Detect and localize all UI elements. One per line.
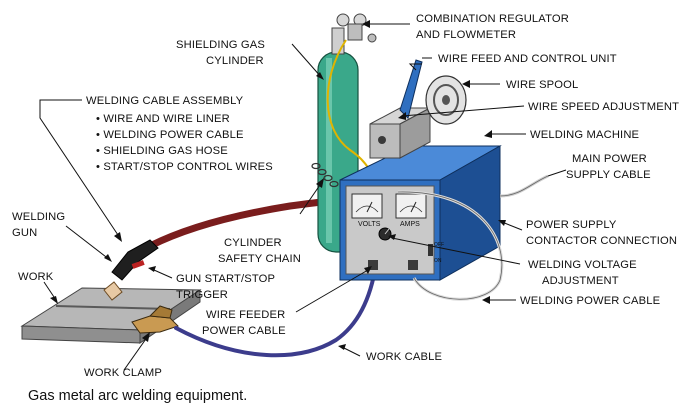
callout-labels: COMBINATION REGULATOR AND FLOWMETER SHIE… [12,13,679,379]
leader-lines [39,20,567,371]
machine-on-label: ON [434,258,442,264]
label-welding-cable-assembly: WELDING CABLE ASSEMBLY [86,95,244,107]
label-assembly-item-1: • WIRE AND WIRE LINER [96,113,230,125]
label-cylinder-safety-chain-line2: SAFETY CHAIN [218,253,301,265]
label-welding-gun-line2: GUN [12,227,37,239]
figure-caption: Gas metal arc welding equipment. [28,388,247,404]
label-assembly-item-2: • WELDING POWER CABLE [96,129,244,141]
label-wire-feeder-power-cable-line2: POWER CABLE [202,325,286,337]
label-welding-voltage-adjustment-line2: ADJUSTMENT [542,275,619,287]
label-gun-start-stop-line2: TRIGGER [176,289,228,301]
work-cable [174,262,378,358]
label-shielding-gas-cylinder-line2: CYLINDER [206,55,264,67]
label-power-supply-contactor-line1: POWER SUPPLY [526,219,617,231]
welding-gun [103,239,159,301]
label-work-clamp: WORK CLAMP [84,367,162,379]
label-wire-speed-adjustment: WIRE SPEED ADJUSTMENT [528,101,679,113]
label-wire-feed-control-unit: WIRE FEED AND CONTROL UNIT [438,53,617,65]
label-wire-spool: WIRE SPOOL [506,79,578,91]
label-welding-power-cable: WELDING POWER CABLE [520,295,660,307]
label-cylinder-safety-chain-line1: CYLINDER [224,237,282,249]
label-combination-regulator-line2: AND FLOWMETER [416,29,516,41]
machine-volts-label: VOLTS [358,221,381,228]
main-power-supply-cable [499,174,549,198]
label-assembly-item-4: • START/STOP CONTROL WIRES [96,161,273,173]
label-power-supply-contactor-line2: CONTACTOR CONNECTION [526,235,677,247]
label-combination-regulator-line1: COMBINATION REGULATOR [416,13,569,25]
welding-machine: VOLTS AMPS OFF ON [339,145,502,281]
label-work: WORK [18,271,54,283]
label-welding-gun-line1: WELDING [12,211,65,223]
label-shielding-gas-cylinder-line1: SHIELDING GAS [176,39,265,51]
label-main-power-line2: SUPPLY CABLE [566,169,651,181]
label-welding-machine: WELDING MACHINE [530,129,639,141]
label-main-power-line1: MAIN POWER [572,153,647,165]
label-gun-start-stop-line1: GUN START/STOP [176,273,275,285]
label-wire-feeder-power-cable-line1: WIRE FEEDER [206,309,285,321]
wire-feed-control-unit [369,59,467,159]
work-clamp [131,305,179,334]
label-work-cable: WORK CABLE [366,351,442,363]
illustration: VOLTS AMPS OFF ON [20,13,549,358]
machine-off-label: OFF [434,242,444,248]
machine-amps-label: AMPS [400,221,420,228]
label-assembly-item-3: • SHIELDING GAS HOSE [96,145,228,157]
label-welding-voltage-adjustment-line1: WELDING VOLTAGE [528,259,637,271]
